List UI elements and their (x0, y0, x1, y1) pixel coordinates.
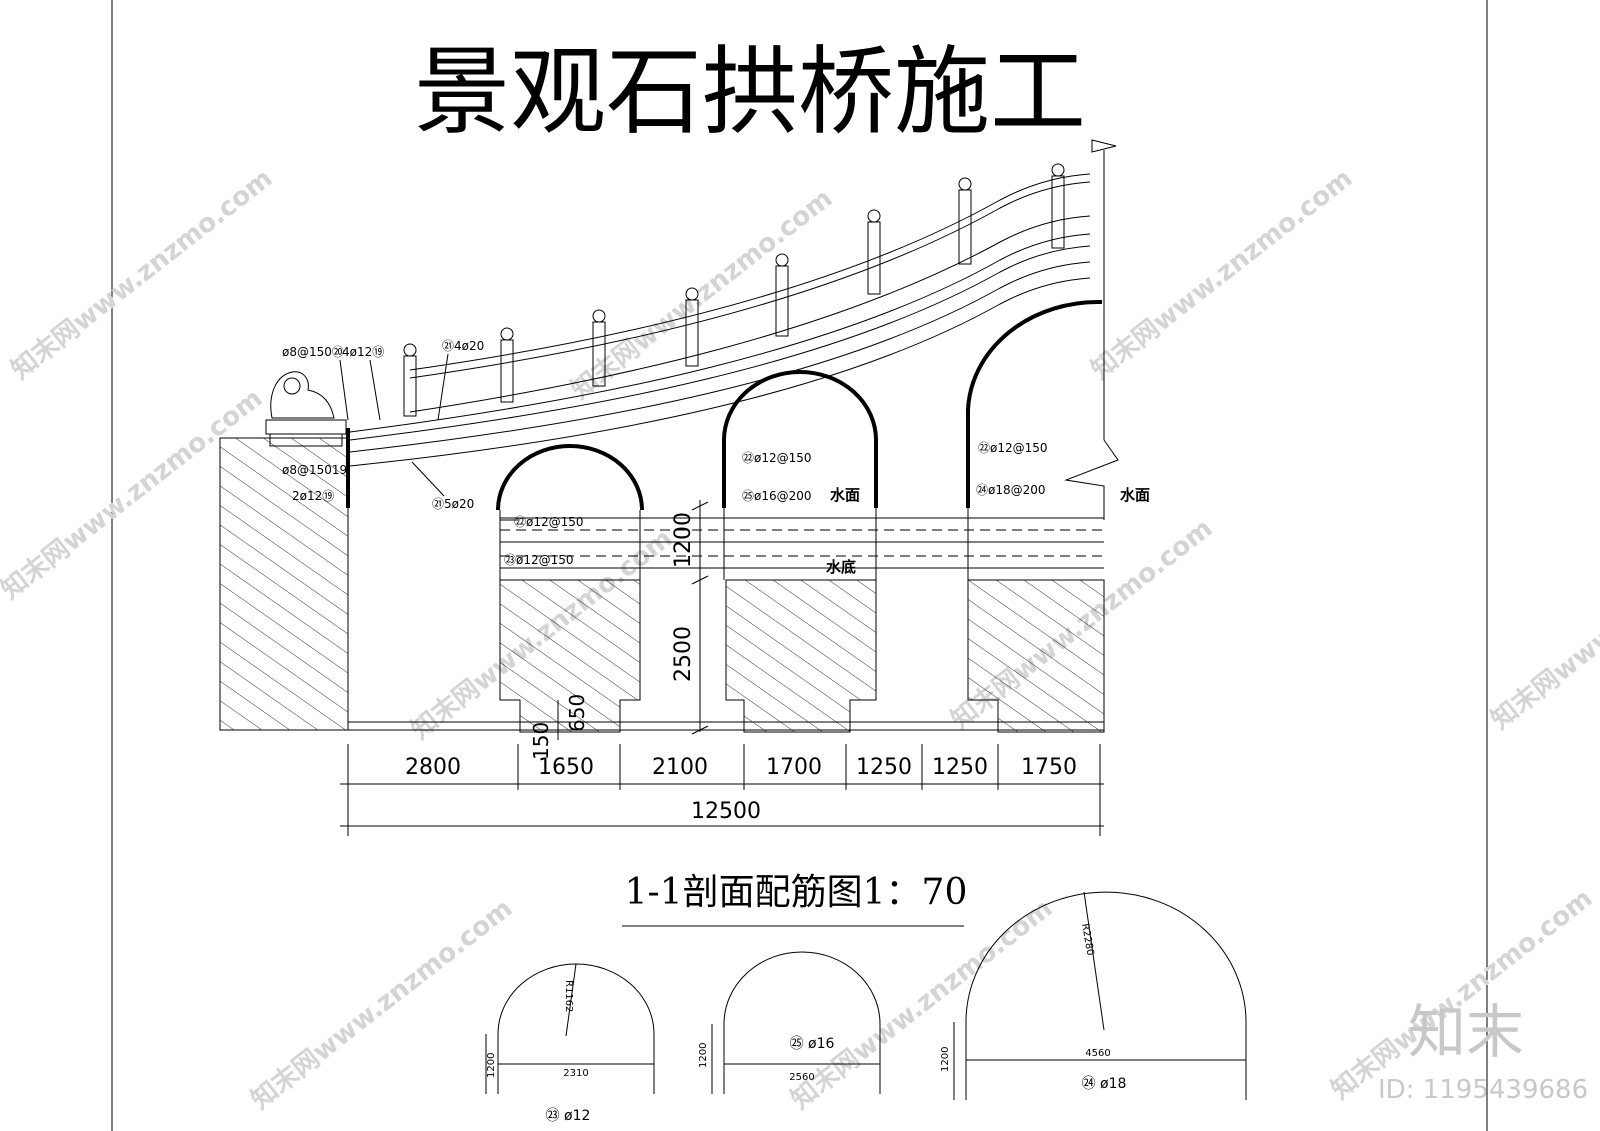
total-dimension-text: 12500 (691, 799, 761, 824)
rebar-label: 2ø12⑲ (292, 489, 334, 503)
arch-detail: R2280 1200 4560 ㉔ ø18 (940, 891, 1247, 1100)
arch-rebar (496, 444, 644, 511)
arch-openings (496, 299, 1103, 580)
arch-width: 4560 (1085, 1048, 1110, 1059)
arch-width: 2560 (789, 1072, 814, 1083)
dimension-text: 1750 (1021, 755, 1077, 780)
water-bottom-label: 水底 (826, 558, 856, 576)
dimension-text: 1250 (856, 755, 912, 780)
dimension-text: 150 (529, 722, 553, 760)
brand-logo: 知末 (1408, 998, 1524, 1066)
water-surface-label: 水面 (830, 486, 860, 504)
bank-ground (219, 437, 349, 731)
arch-height: 1200 (486, 1053, 497, 1078)
dimension-text: 1700 (766, 755, 822, 780)
watermark-text: 知末网www.znzmo.com (1086, 163, 1358, 385)
pier (499, 579, 641, 733)
watermark-text: 知末网www.znzmo.com (1486, 513, 1600, 735)
arch-rebar: ㉕ ø16 (790, 1036, 835, 1052)
rebar-label: 4ø12⑲ (342, 345, 384, 359)
arch-width: 2310 (563, 1068, 588, 1079)
dimension-text: 650 (565, 694, 589, 732)
dimension-text: 1650 (538, 755, 594, 780)
watermark-text: 知末网www.znzmo.com (786, 893, 1058, 1115)
watermark-text: 知末网www.znzmo.com (246, 893, 518, 1115)
arch-detail: R1162 1200 2310 ㉓ ø12 (485, 963, 655, 1124)
cut-line (1064, 139, 1119, 520)
dimension-text: 2500 (671, 626, 696, 682)
rebar-label: ㉔ø18@200 (976, 483, 1046, 497)
rebar-labels: ø8@150⑳ 4ø12⑲ ㉑4ø20 ø8@15019 2ø12⑲ ㉑5ø20… (282, 339, 1048, 567)
railing (403, 163, 1091, 417)
arch-rebar (966, 299, 1103, 508)
arch-rebar: ㉓ ø12 (546, 1108, 591, 1124)
water-lines (500, 517, 1104, 569)
horizontal-dimensions: 2800 1650 2100 1700 1250 1250 1750 12500 (340, 744, 1104, 836)
arch-height: 1200 (940, 1047, 951, 1072)
dimension-text: 2800 (405, 755, 461, 780)
lion-statue-icon (265, 371, 347, 447)
arch-detail: 1200 2560 ㉕ ø16 (698, 951, 881, 1094)
drawing-id: ID: 1195439686 (1378, 1075, 1588, 1105)
pier (967, 579, 1105, 733)
railing-posts (403, 163, 1065, 417)
section-title: 1-1剖面配筋图1：70 (625, 872, 968, 913)
pier (725, 579, 877, 733)
vertical-dimensions: 1200 2500 150 650 (529, 500, 709, 760)
rebar-label: ㉒ø12@150 (514, 515, 584, 529)
rebar-label: ㉒ø12@150 (742, 451, 812, 465)
rebar-label: ㉑4ø20 (442, 339, 484, 353)
rebar-label: ㉓ø12@150 (504, 553, 574, 567)
rebar-label: ㉒ø12@150 (978, 441, 1048, 455)
watermark-text: 知末网www.znzmo.com (1326, 883, 1598, 1105)
dimension-text: 1200 (671, 512, 696, 568)
bridge-deck (349, 233, 1091, 467)
rebar-label: ø8@15019 (282, 463, 347, 477)
arch-rebar: ㉔ ø18 (1082, 1076, 1127, 1092)
arch-radius: R1162 (563, 980, 574, 1012)
rebar-label: ø8@150⑳ (282, 345, 344, 359)
dimension-text: 2100 (652, 755, 708, 780)
watermark-text: 知末网www.znzmo.com (6, 163, 278, 385)
rebar-label: ㉑5ø20 (432, 497, 474, 511)
arch-rebar (722, 370, 878, 508)
leader-lines (339, 353, 518, 521)
piers (499, 579, 1105, 733)
rebar-label: ㉕ø16@200 (742, 489, 812, 503)
drawing-title: 景观石拱桥施工 (414, 36, 1086, 148)
arch-height: 1200 (698, 1043, 709, 1068)
dimension-text: 1250 (932, 755, 988, 780)
arch-radius: R2280 (1079, 923, 1095, 957)
water-surface-label: 水面 (1120, 486, 1150, 504)
